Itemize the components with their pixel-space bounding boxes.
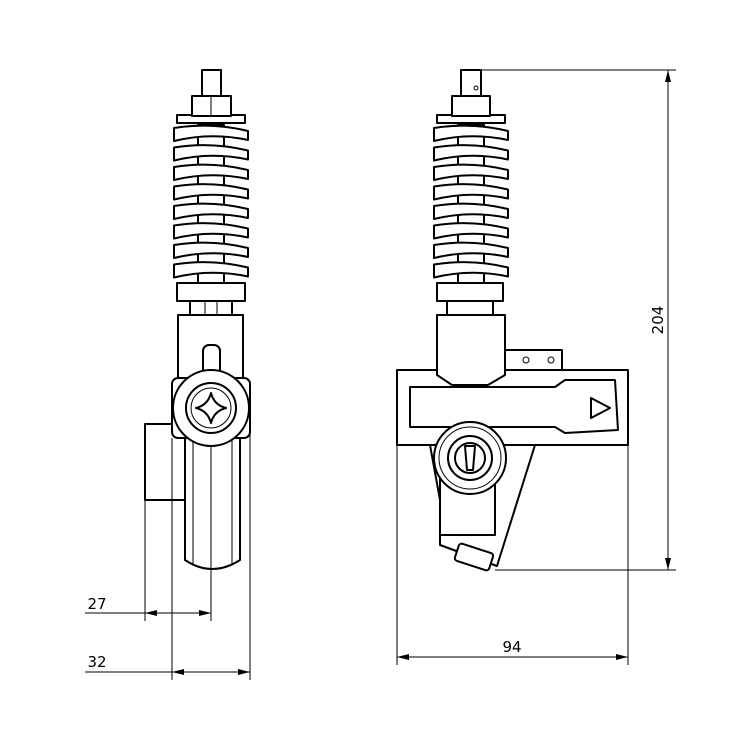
dimension-32-label: 32: [87, 653, 106, 671]
spring-base: [436, 282, 504, 302]
spring-coil: [433, 202, 509, 220]
side-view: [144, 69, 251, 572]
spring-coil: [433, 222, 509, 240]
valve-body: [436, 314, 506, 386]
spring-base: [176, 282, 246, 302]
spring-coil: [173, 261, 249, 279]
dimension-27-label: 27: [87, 595, 106, 613]
dimension-94-label: 94: [502, 638, 521, 656]
spring-coil: [173, 163, 249, 181]
spring-coil: [173, 124, 249, 142]
bottom-nub: [453, 542, 495, 572]
spring-stems: [446, 299, 494, 316]
spring-coil: [433, 124, 509, 142]
flow-arrow-icon: [590, 397, 611, 419]
spring-coil: [173, 144, 249, 162]
front-view: [396, 69, 629, 572]
spring-left: [173, 124, 249, 284]
spring-coil: [173, 202, 249, 220]
spring-coil: [173, 241, 249, 259]
top-stem: [201, 69, 222, 97]
slot-knob-icon: [464, 445, 476, 471]
lower-body: [184, 429, 241, 570]
dimension-204-label: 204: [649, 306, 667, 335]
label-window: [409, 379, 619, 434]
dimensions: 204 94 27 32: [85, 69, 676, 680]
spring-coil: [433, 241, 509, 259]
hex-nut: [451, 95, 491, 117]
top-stem: [460, 69, 482, 97]
spring-coil: [173, 183, 249, 201]
cross-knob-icon: [195, 392, 227, 424]
spring-coil: [433, 144, 509, 162]
spring-coil: [433, 261, 509, 279]
spring-coil: [433, 163, 509, 181]
spring-coil: [173, 222, 249, 240]
spring-coil: [433, 183, 509, 201]
spring-stems: [189, 299, 233, 316]
spring-right: [433, 124, 509, 284]
